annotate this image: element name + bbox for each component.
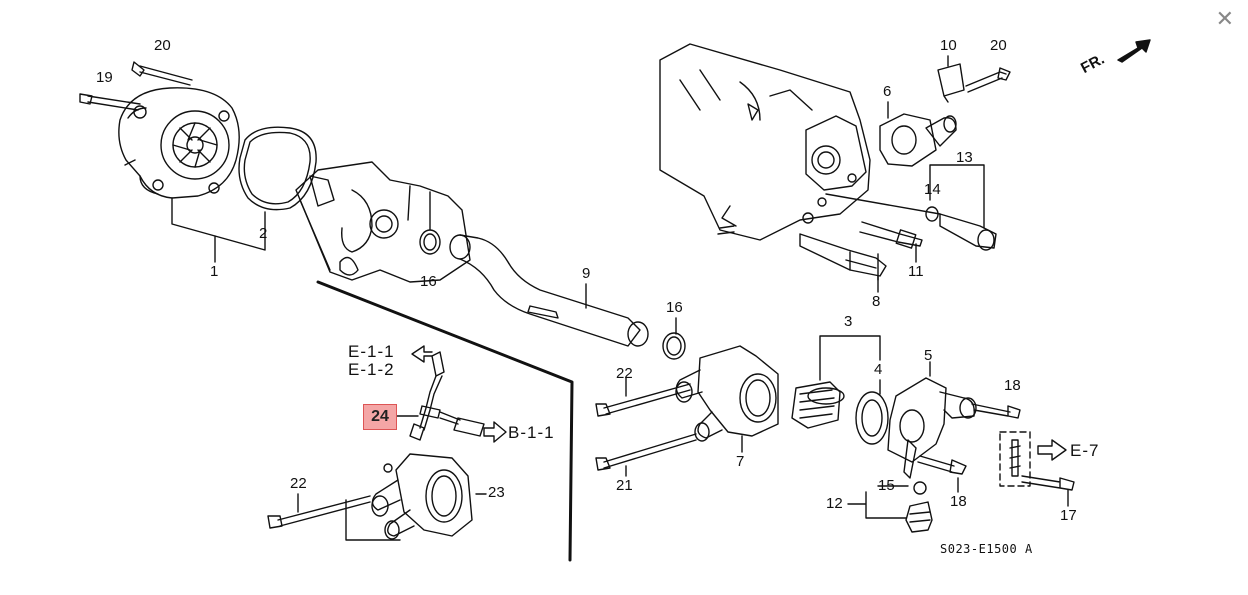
- dashed-box-e7: [999, 431, 1031, 487]
- washer-15: [913, 481, 927, 495]
- callout-1[interactable]: 1: [210, 263, 219, 280]
- ref-e-7[interactable]: E-7: [1070, 441, 1100, 460]
- callout-10[interactable]: 10: [940, 37, 957, 54]
- cylinder-head-drawing: [659, 43, 871, 241]
- part-10: [937, 63, 965, 103]
- bolt-22-inset: [267, 495, 371, 529]
- callout-22-mid[interactable]: 22: [616, 365, 633, 382]
- callout-8[interactable]: 8: [872, 293, 881, 310]
- bolt-20-right: [965, 67, 1011, 93]
- bypass-hose-24: [409, 351, 485, 441]
- thermo-unit-13: [939, 213, 997, 249]
- sensor-11: [859, 221, 923, 247]
- arrow-e11: [411, 345, 433, 363]
- gasket-2: [238, 126, 317, 211]
- o-ring-16-right: [662, 332, 686, 360]
- callout-17[interactable]: 17: [1060, 507, 1077, 524]
- callout-13[interactable]: 13: [956, 149, 973, 166]
- callout-6[interactable]: 6: [883, 83, 892, 100]
- callout-24-highlighted[interactable]: 24: [363, 404, 397, 430]
- callout-14[interactable]: 14: [924, 181, 941, 198]
- callout-2[interactable]: 2: [259, 225, 268, 242]
- callout-20-left[interactable]: 20: [154, 37, 171, 54]
- callout-18-upper[interactable]: 18: [1004, 377, 1021, 394]
- bracket-e7: [1009, 439, 1021, 477]
- engine-block-drawing: [295, 161, 471, 283]
- front-arrow-icon: [1117, 39, 1151, 63]
- arrow-b11: [483, 421, 507, 443]
- callout-21[interactable]: 21: [616, 477, 633, 494]
- close-icon[interactable]: ✕: [1215, 6, 1234, 31]
- inset-border: [316, 280, 574, 562]
- callout-20-right[interactable]: 20: [990, 37, 1007, 54]
- callout-5[interactable]: 5: [924, 347, 933, 364]
- ref-b-1-1[interactable]: B-1-1: [508, 423, 555, 442]
- callout-19[interactable]: 19: [96, 69, 113, 86]
- callout-22-inset[interactable]: 22: [290, 475, 307, 492]
- switch-12: [905, 501, 933, 533]
- callout-9[interactable]: 9: [582, 265, 591, 282]
- callout-15[interactable]: 15: [878, 477, 895, 494]
- callout-4[interactable]: 4: [874, 361, 883, 378]
- callout-11[interactable]: 11: [908, 263, 924, 280]
- bolt-17: [1021, 475, 1075, 491]
- arrow-e7: [1037, 439, 1067, 461]
- ref-e-1-1[interactable]: E-1-1: [348, 342, 395, 361]
- water-outlet-6: [879, 113, 957, 167]
- diagram-code: S023-E1500 A: [940, 542, 1033, 556]
- o-ring-16-left: [419, 229, 441, 255]
- bolt-19: [79, 93, 141, 111]
- callout-3[interactable]: 3: [844, 313, 853, 330]
- callout-7[interactable]: 7: [736, 453, 745, 470]
- water-pump-drawing: [118, 87, 240, 199]
- water-passage-7: [675, 345, 779, 442]
- bolt-21: [595, 433, 697, 471]
- callout-23[interactable]: 23: [488, 484, 505, 501]
- ref-e-1-2[interactable]: E-1-2: [348, 360, 395, 379]
- callout-16-left[interactable]: 16: [420, 273, 437, 290]
- bolt-18-lower: [917, 455, 967, 475]
- water-pipe-9: [449, 234, 649, 347]
- callout-16-right[interactable]: 16: [666, 299, 683, 316]
- callout-18-lower[interactable]: 18: [950, 493, 967, 510]
- thermostat-3: [791, 381, 845, 429]
- gasket-4: [855, 391, 889, 445]
- bolt-22-mid: [595, 383, 691, 417]
- callout-12[interactable]: 12: [826, 495, 843, 512]
- water-passage-23: [371, 453, 473, 540]
- stud-8: [799, 233, 887, 277]
- bolt-18-upper: [971, 403, 1021, 419]
- bolt-20-left: [131, 61, 193, 86]
- thermostat-cover-5: [887, 377, 977, 479]
